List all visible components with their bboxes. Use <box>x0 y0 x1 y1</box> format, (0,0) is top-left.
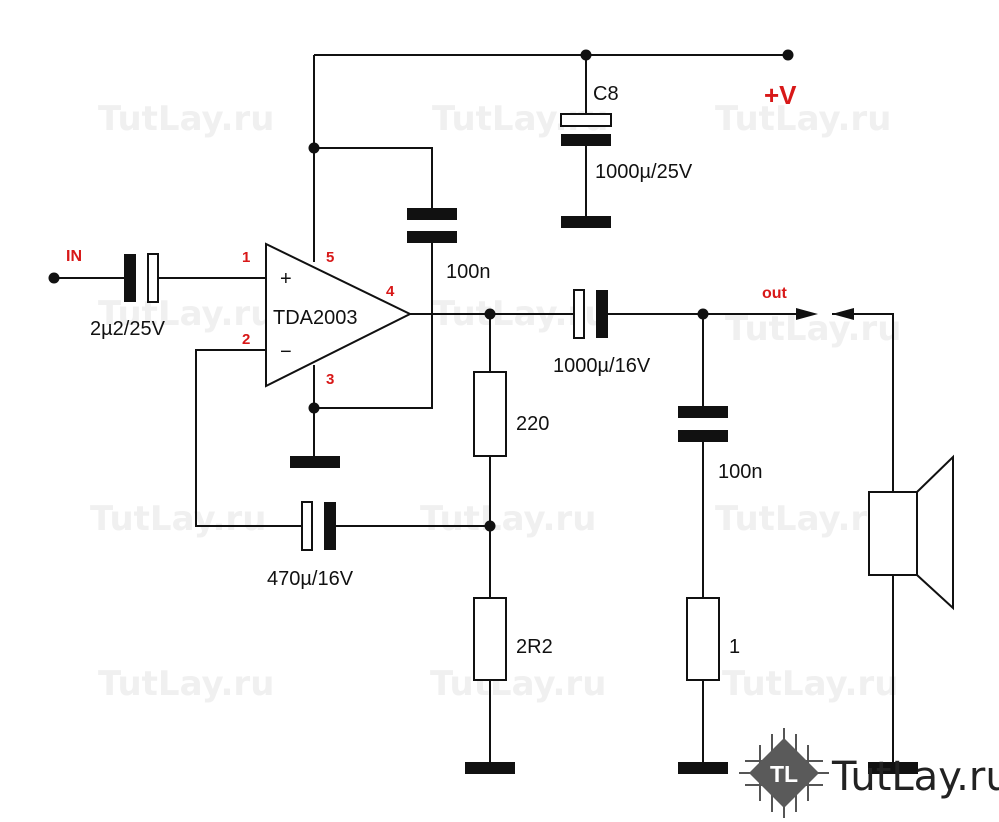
capacitor-plate <box>678 406 728 418</box>
capacitor-plate <box>124 254 136 302</box>
resistor-220-value: 220 <box>516 413 549 435</box>
pin-2-label: 2 <box>242 331 250 348</box>
logo-text: TutLay.ru <box>831 754 999 800</box>
watermark: TutLay.ru <box>98 99 274 139</box>
zobel-cap-value: 100n <box>718 461 763 483</box>
junction-dot <box>484 520 496 532</box>
ground-symbol <box>465 762 515 774</box>
resistor-1-value: 1 <box>729 636 740 658</box>
chip-body <box>749 738 819 808</box>
speaker-arrow-icon <box>832 308 854 320</box>
resistor-1 <box>686 597 720 681</box>
ic-name: TDA2003 <box>273 307 358 329</box>
junction-dot <box>308 142 320 154</box>
speaker-cone <box>916 454 954 611</box>
ground-symbol <box>561 216 611 228</box>
pin-3-label: 3 <box>326 371 334 388</box>
ground-symbol <box>868 762 918 774</box>
capacitor-plate-positive <box>560 113 612 127</box>
junctions <box>48 49 794 532</box>
capacitor-plate <box>678 430 728 442</box>
resistor-2r2 <box>473 597 507 681</box>
bypass-bottom-wire <box>314 238 433 409</box>
junction-dot <box>580 49 592 61</box>
capacitor-plate <box>407 208 457 220</box>
inverting-sign: − <box>280 341 292 363</box>
watermark: TutLay.ru <box>715 99 891 139</box>
watermark: TutLay.ru <box>98 664 274 704</box>
logo-badge: TL <box>770 761 798 787</box>
capacitor-plate-positive <box>147 253 159 303</box>
junction-dot <box>484 308 496 320</box>
grounds <box>290 216 918 774</box>
feedback-cap-value: 470µ/16V <box>267 568 354 590</box>
bypass-top-wire <box>314 147 433 214</box>
watermark: TutLay.ru <box>90 499 266 539</box>
capacitor-plate <box>324 502 336 550</box>
opamp-triangle <box>265 242 413 388</box>
capacitor-c8 <box>560 113 612 146</box>
noninverting-sign: + <box>280 268 292 290</box>
tda2003-amplifier: + − TDA2003 <box>265 242 413 388</box>
pin-5-label: 5 <box>326 249 334 266</box>
speaker-magnet <box>868 491 918 576</box>
zobel-capacitor <box>678 406 728 442</box>
watermark: TutLay.ru <box>430 664 606 704</box>
watermark: TutLay.ru <box>725 309 901 349</box>
output-label: out <box>762 285 788 302</box>
ground-symbol <box>678 762 728 774</box>
output-cap-value: 1000µ/16V <box>553 355 651 377</box>
bypass-capacitor <box>407 208 457 243</box>
input-capacitor <box>124 253 159 303</box>
speaker-icon <box>868 454 954 611</box>
c8-value: 1000µ/25V <box>595 161 693 183</box>
capacitor-plate <box>561 134 611 146</box>
input-cap-value: 2µ2/25V <box>90 318 166 340</box>
bypass-cap-value: 100n <box>446 261 491 283</box>
capacitor-plate <box>407 231 457 243</box>
capacitor-plate-positive <box>573 289 585 339</box>
capacitor-plate-positive <box>301 501 313 551</box>
capacitor-plate <box>596 290 608 338</box>
watermark: TutLay.ru <box>722 664 898 704</box>
supply-terminal <box>782 49 794 61</box>
ground-symbol <box>290 456 340 468</box>
out-arrow-icon <box>796 308 818 320</box>
junction-dot <box>308 402 320 414</box>
pin-4-label: 4 <box>386 283 395 300</box>
pin-1-label: 1 <box>242 249 250 266</box>
supply-label: +V <box>764 80 797 110</box>
resistor-2r2-value: 2R2 <box>516 636 553 658</box>
tutlay-logo: TL TutLay.ru <box>739 728 999 818</box>
input-terminal <box>48 272 60 284</box>
feedback-capacitor <box>301 501 336 551</box>
resistor-220 <box>473 371 507 457</box>
output-capacitor <box>573 289 608 339</box>
watermark: TutLay.ru <box>420 499 596 539</box>
c8-name: C8 <box>593 83 619 105</box>
input-label: IN <box>66 248 82 265</box>
junction-dot <box>697 308 709 320</box>
watermark: TutLay.ru <box>715 499 891 539</box>
feedback-loop-wire <box>195 349 302 527</box>
